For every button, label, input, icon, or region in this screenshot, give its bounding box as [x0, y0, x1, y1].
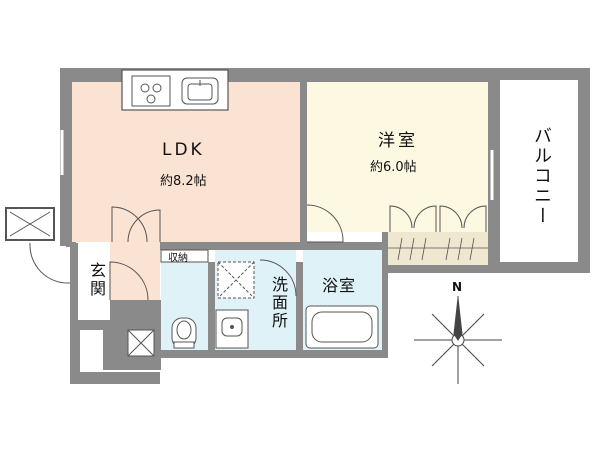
- kitchen-counter: [121, 69, 229, 111]
- compass-rose: [414, 296, 502, 384]
- bathroom-name: 浴室: [322, 276, 357, 295]
- western-size: 約6.0帖: [370, 160, 417, 175]
- closet-floor: [388, 232, 488, 265]
- toilet-door: [109, 261, 149, 301]
- washroom-door: [259, 259, 297, 297]
- closet-doors: [389, 205, 487, 232]
- compass-north-label: N: [452, 280, 463, 294]
- washroom-name: 洗面所: [269, 276, 288, 330]
- storage-floor: [160, 249, 209, 263]
- toilet-fixture: [171, 317, 197, 349]
- western-name: 洋室: [378, 131, 418, 151]
- pipe-box: [127, 329, 155, 357]
- vanity-sink: [215, 309, 249, 349]
- storage-name: 収納: [168, 253, 188, 264]
- closet-hangers: [388, 237, 488, 261]
- ldk-name: LDK: [162, 140, 205, 160]
- bathtub: [305, 305, 379, 349]
- washing-machine-space: [217, 261, 255, 299]
- ldk-size: 約8.2帖: [160, 174, 207, 189]
- ldk-doors: [111, 204, 344, 243]
- meter-box: [5, 207, 55, 241]
- entrance-name: 玄関: [87, 262, 106, 298]
- entrance-door: [29, 242, 71, 284]
- balcony-floor: [500, 80, 578, 262]
- balcony-name: バルコニー: [531, 126, 552, 226]
- entrance-floor: [78, 247, 110, 320]
